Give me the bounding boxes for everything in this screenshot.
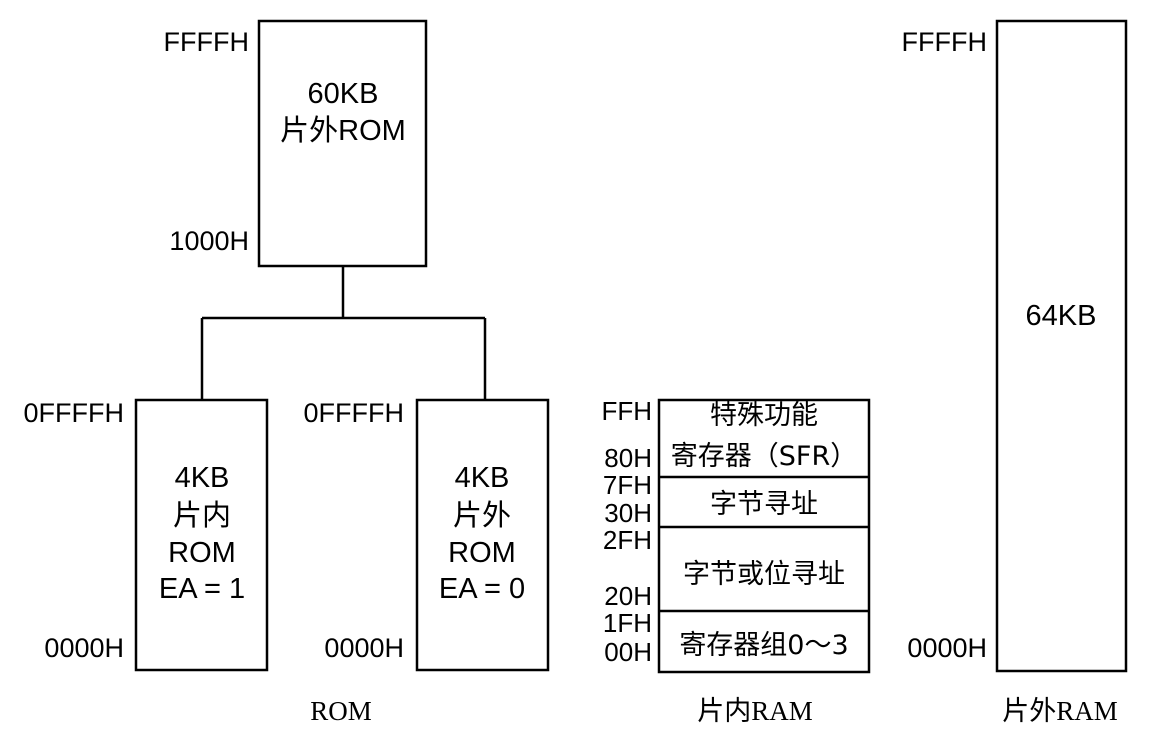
external-ram-size-label: 64KB (1026, 300, 1097, 332)
internal-rom-line-3: ROM (168, 537, 236, 569)
external-rom-size-label: 60KB (308, 78, 379, 110)
external-rom-bottom-address: 1000H (169, 226, 249, 256)
internal-ram-address-20h: 20H (604, 581, 652, 611)
internal-rom-box (134, 398, 269, 672)
internal-ram-address-ffh: FFH (601, 396, 652, 426)
external-low-rom-line-4: EA = 0 (439, 573, 525, 605)
sfr-region-line-2: 寄存器（SFR） (671, 441, 857, 472)
internal-ram-box (657, 398, 871, 674)
internal-ram-address-30h: 30H (604, 498, 652, 528)
rom-connector-lines (200, 266, 487, 400)
internal-ram-address-1fh: 1FH (603, 608, 652, 638)
external-low-rom-box (415, 398, 550, 672)
internal-ram-address-7fh: 7FH (603, 470, 652, 500)
external-ram-top-address: FFFFH (902, 27, 987, 57)
internal-ram-address-2fh: 2FH (603, 525, 652, 555)
bit-address-region-label: 字节或位寻址 (683, 559, 845, 590)
external-rom-top-address: FFFFH (164, 27, 249, 57)
internal-rom-line-2: 片内 (173, 499, 231, 532)
internal-ram-address-80h: 80H (604, 443, 652, 473)
sfr-region-line-1: 特殊功能 (710, 400, 818, 431)
external-low-rom-line-2: 片外 (453, 499, 511, 532)
internal-rom-bottom-address: 0000H (44, 633, 124, 663)
internal-rom-line-4: EA = 1 (159, 573, 245, 605)
internal-rom-line-1: 4KB (175, 462, 230, 494)
external-low-rom-line-3: ROM (448, 537, 516, 569)
external-rom-name-label: 片外ROM (280, 114, 406, 147)
byte-address-region-label: 字节寻址 (710, 489, 818, 520)
external-low-rom-bottom-address: 0000H (324, 633, 404, 663)
external-low-rom-top-address: 0FFFFH (304, 398, 405, 428)
rom-caption: ROM (310, 696, 372, 726)
external-ram-caption: 片外RAM (1002, 696, 1118, 726)
external-ram-box (995, 19, 1128, 673)
external-low-rom-line-1: 4KB (455, 462, 510, 494)
internal-ram-caption: 片内RAM (697, 696, 813, 726)
internal-rom-top-address: 0FFFFH (24, 398, 125, 428)
internal-ram-address-00h: 00H (604, 637, 652, 667)
register-bank-region-label: 寄存器组0～3 (679, 630, 848, 661)
external-ram-bottom-address: 0000H (907, 633, 987, 663)
external-rom-box (257, 19, 428, 268)
